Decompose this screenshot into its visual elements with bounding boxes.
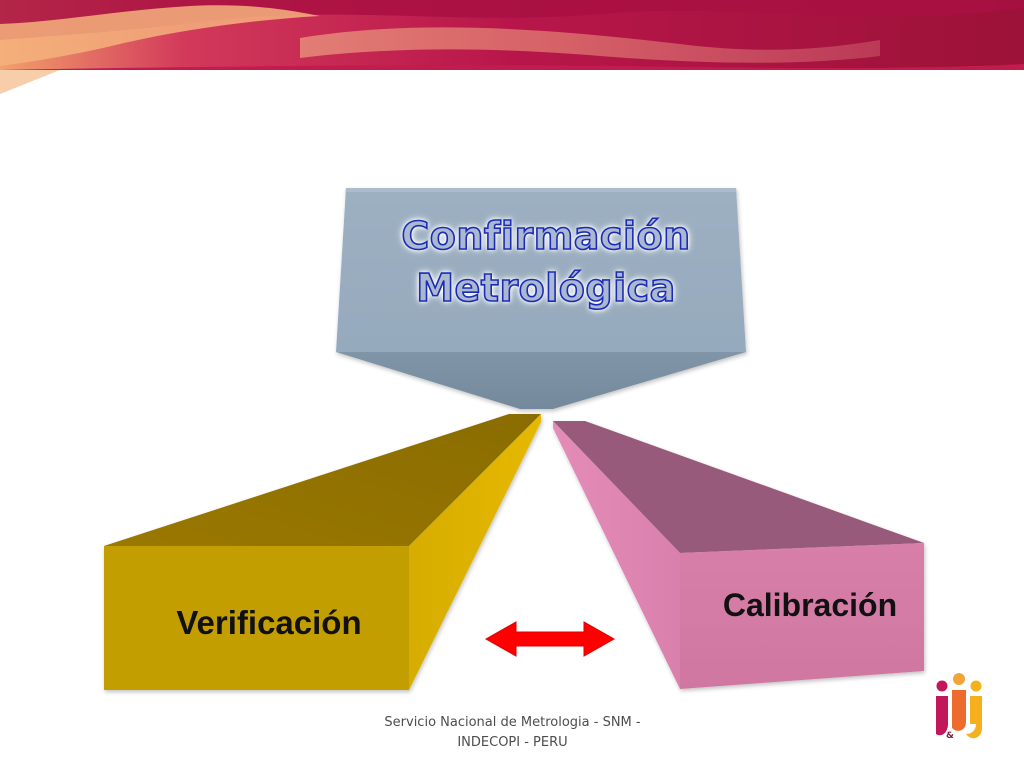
diagram-title-line-2: Metrológica (415, 265, 676, 311)
left-box-side (409, 414, 541, 690)
double-arrow-icon (484, 621, 616, 657)
left-box-front (104, 546, 409, 690)
verificacion-label: Verificación (176, 604, 362, 641)
right-box (553, 421, 924, 689)
footer-line-2: INDECOPI - PERU (457, 735, 568, 750)
top-box-front (336, 188, 746, 352)
footer-text: Servicio Nacional de Metrologia - SNM - … (360, 713, 665, 753)
indecopi-logo-icon: & (936, 673, 982, 741)
footer-line-1: Servicio Nacional de Metrologia - SNM - (384, 715, 641, 730)
left-box (104, 414, 541, 690)
right-box-front (680, 543, 924, 689)
left-box-top (104, 414, 541, 546)
right-box-top (553, 421, 924, 553)
calibracion-label: Calibración (722, 587, 898, 623)
top-box (336, 188, 746, 409)
diagram-title-line-1: Confirmación (401, 213, 691, 259)
svg-text:&: & (946, 731, 954, 741)
right-box-side (553, 421, 680, 689)
top-box-point (336, 352, 746, 409)
